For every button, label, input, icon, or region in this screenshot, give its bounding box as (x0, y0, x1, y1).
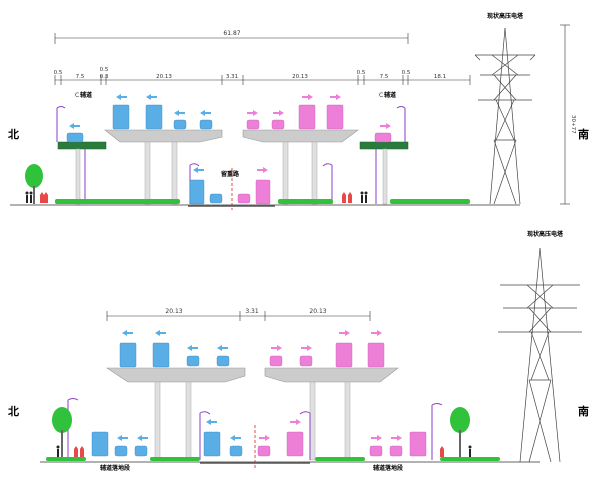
top-section: 61.87 0.5 7.5 0.5 0.3 20.13 (8, 12, 589, 210)
ground-road-label-left: 辅道落地段 (100, 464, 130, 472)
tower-icon-top (474, 27, 536, 205)
dim-aux-left: 7.5 (76, 74, 85, 80)
tower-label-bottom: 现状高压电塔 (527, 230, 564, 238)
vegetation-icon (25, 164, 470, 204)
pedestrian-icon (25, 191, 368, 203)
vegetation-icon (46, 407, 500, 461)
dim-half-deck-right: 20.13 (292, 74, 308, 80)
main-deck-left (104, 129, 223, 205)
south-label-top: 南 (578, 127, 589, 141)
north-label-bottom: 北 (8, 404, 19, 418)
tower-label-top: 现状高压电塔 (487, 12, 524, 20)
lamp-icon (56, 106, 406, 204)
tower-icon-bottom (498, 247, 582, 463)
pedestrian-icon (56, 445, 472, 457)
dim-small-gap-stack-a: 0.5 (100, 67, 109, 73)
top-total-dimension: 61.87 (54, 30, 409, 44)
bottom-segment-dimensions: 20.13 3.31 20.13 (106, 308, 371, 321)
dim-median: 3.31 (226, 74, 238, 80)
aux-deck-right (359, 141, 409, 205)
dim-small-gap-left: 0.5 (54, 70, 63, 76)
dim-half-deck-left: 20.13 (156, 74, 172, 80)
bottom-half-deck-left: 20.13 (165, 308, 182, 315)
center-road-label-top: 留重路 (221, 170, 240, 178)
traffic-arrow-icon (117, 330, 402, 441)
top-total-width: 61.87 (223, 30, 240, 37)
vehicle-icon (91, 342, 243, 457)
aux-marker-left: C (75, 92, 79, 99)
aux-road-label-right: 辅道 (384, 91, 396, 99)
top-segment-dimensions: 0.5 7.5 0.5 0.3 20.13 3.31 20.13 0.5 7.5… (54, 67, 471, 85)
ground-road-label-right: 辅道落地段 (373, 464, 403, 472)
aux-deck-left (57, 141, 107, 205)
tower-height-dimension: 30+77 (560, 24, 576, 205)
north-label-top: 北 (8, 127, 19, 141)
tower-height-value: 30+77 (570, 115, 576, 134)
dim-tower-offset: 18.1 (434, 74, 446, 80)
south-label-bottom: 南 (578, 404, 589, 418)
dim-small-gap-right: 0.5 (357, 70, 366, 76)
vehicle-icon (66, 104, 223, 205)
aux-road-label-left: 辅道 (80, 91, 92, 99)
dim-small-gap-far: 0.5 (402, 70, 411, 76)
vehicle-icon (257, 342, 427, 457)
dim-small-gap-stack-b: 0.3 (100, 74, 109, 80)
bottom-deck-left (106, 367, 246, 461)
bottom-section: 20.13 3.31 20.13 北 南 现状高压电塔 (8, 230, 589, 472)
traffic-arrow-icon (69, 94, 391, 173)
bottom-median: 3.31 (245, 308, 259, 315)
bottom-half-deck-right: 20.13 (309, 308, 326, 315)
dim-aux-right: 7.5 (380, 74, 389, 80)
vehicle-icon (237, 104, 392, 205)
main-deck-right (242, 129, 359, 205)
aux-marker-right: C (379, 92, 383, 99)
